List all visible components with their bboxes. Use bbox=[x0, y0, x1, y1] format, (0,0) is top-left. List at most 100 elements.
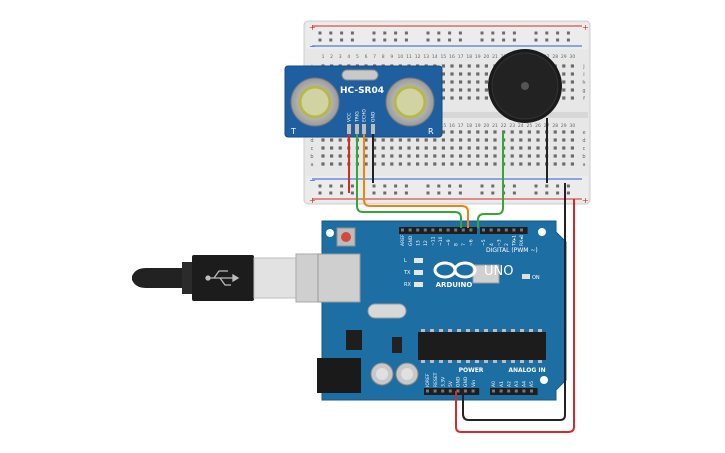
column-number-label: 18 bbox=[466, 123, 472, 129]
column-number-label: 11 bbox=[406, 54, 412, 60]
breadboard-hole bbox=[450, 146, 454, 150]
breadboard-hole bbox=[364, 154, 368, 158]
breadboard-hole bbox=[450, 72, 454, 76]
header-pin bbox=[433, 389, 437, 393]
board-led bbox=[414, 270, 423, 275]
column-number-label: 13 bbox=[423, 54, 429, 60]
usb-jack bbox=[317, 253, 361, 303]
column-number-label: 19 bbox=[475, 54, 481, 60]
breadboard-hole bbox=[476, 88, 480, 92]
rail-hole bbox=[394, 184, 398, 188]
breadboard-hole bbox=[321, 146, 325, 150]
rail-hole bbox=[566, 184, 570, 188]
rail-hole bbox=[318, 31, 322, 35]
header-pin bbox=[507, 389, 511, 393]
breadboard-hole bbox=[338, 146, 342, 150]
breadboard-hole bbox=[484, 138, 488, 142]
header-pin-label: ~6 bbox=[469, 239, 475, 246]
column-number-label: 20 bbox=[484, 54, 490, 60]
breadboard-hole bbox=[570, 138, 574, 142]
row-letter-label: j bbox=[582, 64, 584, 70]
breadboard-hole bbox=[398, 138, 402, 142]
breadboard-hole bbox=[519, 146, 523, 150]
rail-plus-bottom-label-right: + bbox=[582, 196, 589, 205]
rail-hole bbox=[340, 31, 344, 35]
breadboard-hole bbox=[424, 162, 428, 166]
header-pin bbox=[482, 228, 485, 232]
breadboard-hole bbox=[536, 130, 540, 134]
board-led bbox=[414, 282, 423, 287]
rail-hole bbox=[512, 191, 516, 195]
breadboard-hole bbox=[527, 146, 531, 150]
breadboard-hole bbox=[519, 154, 523, 158]
breadboard-hole bbox=[510, 162, 514, 166]
breadboard-hole bbox=[570, 96, 574, 100]
row-letter-label: g bbox=[582, 88, 585, 94]
wire-echo bbox=[363, 134, 469, 228]
header-pin bbox=[448, 389, 452, 393]
column-number-label: 18 bbox=[466, 54, 472, 60]
rail-hole bbox=[491, 31, 495, 35]
rail-hole bbox=[545, 184, 549, 188]
breadboard-hole bbox=[407, 146, 411, 150]
wire-buzzer-signal bbox=[477, 132, 504, 228]
rail-hole bbox=[329, 31, 333, 35]
header-pin bbox=[499, 389, 503, 393]
column-number-label: 15 bbox=[441, 54, 447, 60]
breadboard-hole bbox=[553, 130, 557, 134]
breadboard-hole bbox=[484, 130, 488, 134]
breadboard-hole bbox=[493, 162, 497, 166]
rail-hole bbox=[502, 38, 506, 42]
rail-hole bbox=[340, 184, 344, 188]
column-number-label: 14 bbox=[432, 54, 438, 60]
breadboard-hole bbox=[390, 138, 394, 142]
breadboard-hole bbox=[476, 80, 480, 84]
rail-hole bbox=[329, 191, 333, 195]
breadboard-hole bbox=[467, 130, 471, 134]
rail-hole bbox=[534, 191, 538, 195]
column-number-label: 29 bbox=[561, 123, 567, 129]
header-pin bbox=[408, 228, 412, 232]
breadboard-hole bbox=[519, 162, 523, 166]
rail-minus-bottom-label: − bbox=[309, 176, 316, 185]
board-led bbox=[414, 258, 423, 263]
sensor-corner-r: R bbox=[428, 127, 434, 136]
breadboard-hole bbox=[433, 154, 437, 158]
breadboard-hole bbox=[476, 154, 480, 158]
breadboard-hole bbox=[553, 138, 557, 142]
column-number-label: 12 bbox=[415, 54, 421, 60]
rail-hole bbox=[566, 191, 570, 195]
breadboard-hole bbox=[441, 138, 445, 142]
row-letter-label: a bbox=[582, 162, 585, 168]
header-pin-label: RESET bbox=[433, 372, 439, 387]
header-pin bbox=[401, 228, 404, 232]
breadboard-hole bbox=[527, 162, 531, 166]
column-number-label: 30 bbox=[570, 123, 576, 129]
breadboard-hole bbox=[519, 138, 523, 142]
rail-hole bbox=[480, 38, 484, 42]
rail-hole bbox=[534, 38, 538, 42]
breadboard-hole bbox=[467, 72, 471, 76]
rail-hole bbox=[329, 184, 333, 188]
breadboard-hole bbox=[484, 80, 488, 84]
breadboard-hole bbox=[338, 162, 342, 166]
header-pin bbox=[461, 228, 465, 232]
breadboard-hole bbox=[441, 64, 445, 68]
row-letter-label: a bbox=[310, 162, 313, 168]
column-number-label: 23 bbox=[509, 123, 515, 129]
breadboard-hole bbox=[381, 146, 385, 150]
breadboard-hole bbox=[459, 162, 463, 166]
header-pin bbox=[446, 228, 450, 232]
row-letter-label: d bbox=[310, 138, 313, 144]
column-number-label: 29 bbox=[561, 54, 567, 60]
rail-hole bbox=[534, 31, 538, 35]
breadboard-hole bbox=[459, 64, 463, 68]
breadboard-hole bbox=[424, 146, 428, 150]
rail-hole bbox=[372, 38, 376, 42]
breadboard-hole bbox=[467, 162, 471, 166]
rail-hole bbox=[404, 184, 408, 188]
sensor-model-label: HC-SR04 bbox=[340, 86, 384, 96]
header-pin-label: ~5 bbox=[481, 239, 487, 246]
row-letter-label: b bbox=[310, 154, 313, 160]
rail-hole bbox=[448, 191, 452, 195]
